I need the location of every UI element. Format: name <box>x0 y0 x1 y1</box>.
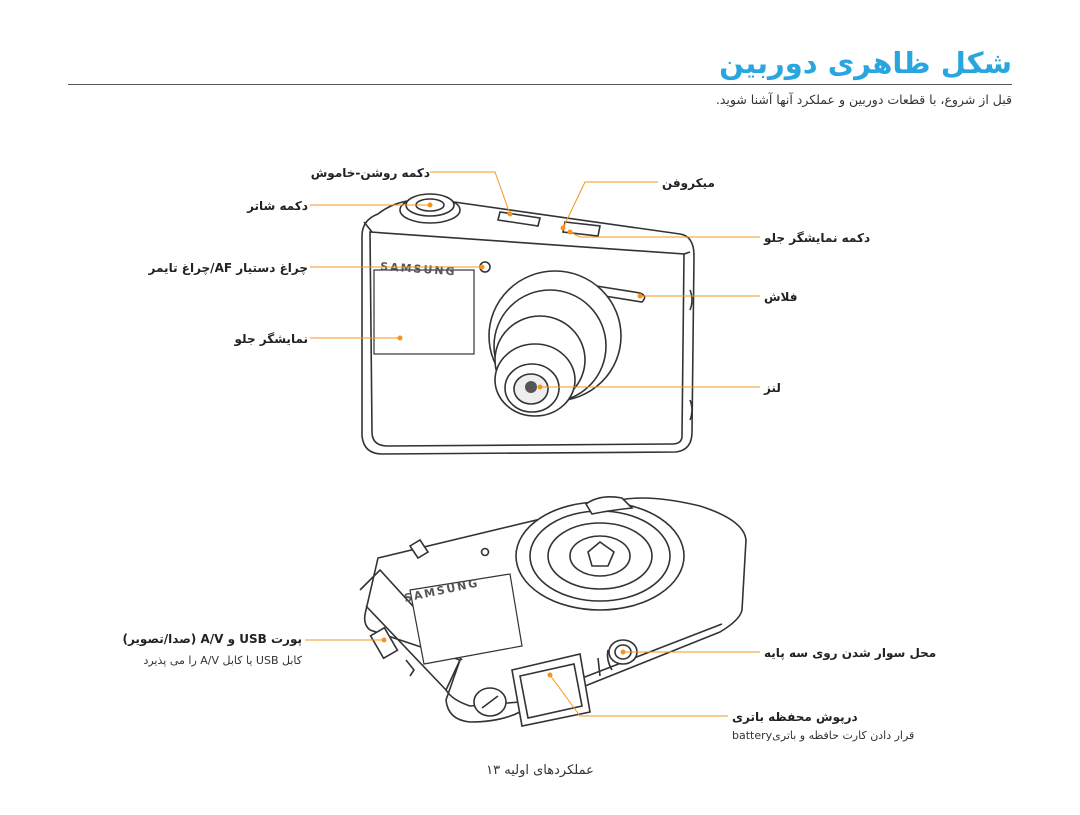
label-front-display: نمایشگر جلو <box>234 332 308 346</box>
label-lens: لنز <box>764 381 781 395</box>
front-leader-lines <box>310 171 760 388</box>
label-usb-port: پورت USB و A/V (صدا/تصویر) <box>122 632 302 646</box>
bottom-leader-lines <box>305 639 760 717</box>
label-tripod-mount: محل سوار شدن روی سه پایه <box>764 646 937 660</box>
label-shutter-button: دکمه شاتر <box>247 199 308 213</box>
page-title: شکل ظاهری دوربین <box>719 46 1012 80</box>
note-usb-port: کابل USB یا کابل A/V را می پذیرد <box>143 654 302 667</box>
label-front-display-button: دکمه نمایشگر جلو <box>764 231 871 245</box>
label-af-lamp: چراغ دستیار AF/چراغ تایمر <box>148 261 308 275</box>
front-leader-dots <box>397 202 643 390</box>
label-power-button: دکمه روشن-خاموش <box>310 166 430 180</box>
front-brand-logo: SAMSUNG <box>380 260 457 278</box>
label-battery-cover: درپوش محفظه باتری <box>732 710 858 724</box>
title-divider <box>68 84 1012 85</box>
page-footer: عملکردهای اولیه ۱۳ <box>486 763 594 778</box>
label-microphone: میکروفن <box>662 176 715 190</box>
bottom-camera <box>359 496 747 727</box>
bottom-leader-dots <box>381 637 626 678</box>
label-flash: فلاش <box>764 290 798 304</box>
front-camera <box>361 193 695 455</box>
intro-text: قبل از شروع، با قطعات دوربین و عملکرد آن… <box>715 92 1012 107</box>
note-battery-cover: قرار دادن کارت حافظه و باتریbattery <box>732 729 915 742</box>
